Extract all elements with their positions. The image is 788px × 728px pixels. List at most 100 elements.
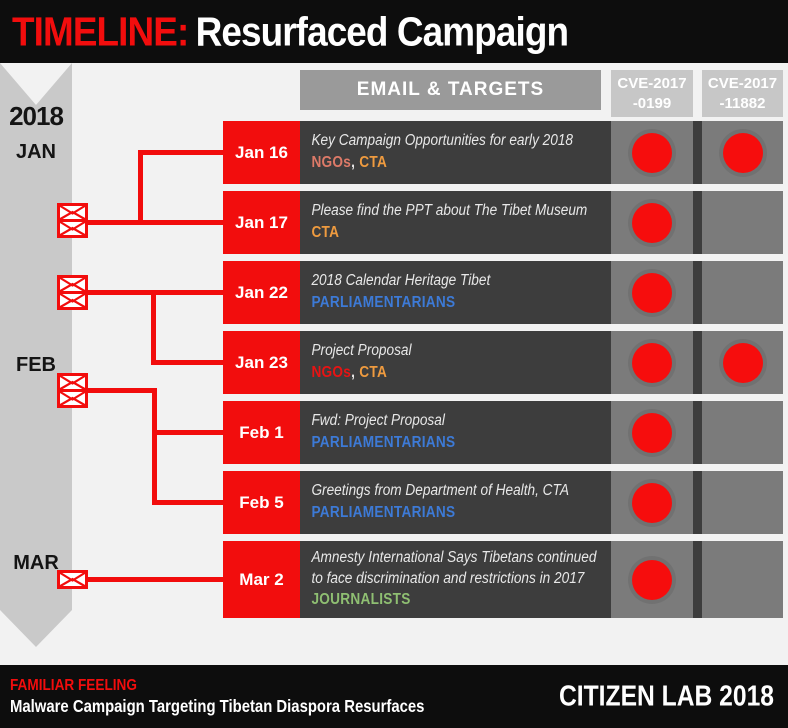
envelope-group [57,373,88,408]
date-box: Jan 16 [223,121,300,184]
date-box: Mar 2 [223,541,300,618]
subject-line: Amnesty International Says Tibetans cont… [311,548,597,566]
envelope-group [57,203,88,238]
cve-dot [632,559,672,600]
date-box: Feb 5 [223,471,300,534]
table-row: Feb 1 Fwd: Project Proposal PARLIAMENTAR… [223,401,783,464]
subject-line: 2018 Calendar Heritage Tibet [311,272,491,290]
connector-line [152,430,223,435]
subject-line: Please find the PPT about The Tibet Muse… [311,202,588,220]
cve-header-line: CVE-2017 [617,75,687,92]
cve-cell [611,541,693,618]
cve-cell [611,261,693,324]
email-cell-text: 2018 Calendar Heritage Tibet PARLIAMENTA… [300,271,490,314]
target-label: PARLIAMENTARIANS [311,504,456,521]
cve-cell [611,191,693,254]
target-label: PARLIAMENTARIANS [311,434,456,451]
table-header-cve-0199: CVE-2017 -0199 [611,70,693,117]
target-label: CTA [359,154,388,171]
target-label: CTA [311,224,340,241]
connector-line [138,150,143,225]
rows: Jan 16 Key Campaign Opportunities for ea… [223,121,783,618]
envelope-icon [57,570,88,589]
footer-bar: FAMILIAR FEELING Malware Campaign Target… [0,665,788,728]
subject: 2018 Calendar Heritage Tibet [311,271,490,292]
table-header-email-targets: EMAIL & TARGETS [300,70,601,110]
targets: CTA [311,223,587,244]
subject: Please find the PPT about The Tibet Muse… [311,201,587,222]
footer-subtitle: Malware Campaign Targeting Tibetan Diasp… [10,695,425,716]
cve-dot [632,272,672,313]
targets: NGOs, CTA [311,363,411,384]
email-cell-text: Fwd: Project Proposal PARLIAMENTARIANS [300,411,455,454]
timeline-year: 2018 [9,101,64,131]
connector-line [151,360,223,365]
envelope-icon [57,275,88,294]
connector-line [151,290,156,365]
email-cell: Greetings from Department of Health, CTA… [300,471,611,534]
subject: Fwd: Project Proposal [311,411,455,432]
title-prefix: TIMELINE: [12,8,189,54]
cve-dot [632,202,672,243]
email-cell: Amnesty International Says Tibetans cont… [300,541,611,618]
envelope-icon [57,389,88,408]
target-label: CTA [359,364,388,381]
connector-line [152,388,157,505]
timeline-month-jan: JAN [15,141,56,163]
title-text: Resurfaced Campaign [195,8,569,54]
subject-line: Key Campaign Opportunities for early 201… [311,132,574,150]
cve-header-line: -11882 [719,94,766,112]
footer-text: FAMILIAR FEELING Malware Campaign Target… [10,676,424,718]
connector-line [152,500,223,505]
date-box: Jan 17 [223,191,300,254]
email-cell-text: Key Campaign Opportunities for early 201… [300,131,573,174]
cve-cell [702,401,783,464]
cve-divider [693,261,702,324]
connector-line [88,388,157,393]
target-label: , [351,154,360,171]
date-box: Jan 22 [223,261,300,324]
subject: Greetings from Department of Health, CTA [311,481,568,502]
cve-cell [702,541,783,618]
connector-line [88,220,223,225]
email-cell: Key Campaign Opportunities for early 201… [300,121,611,184]
email-cell-text: Project Proposal NGOs, CTA [300,341,411,384]
date-box: Feb 1 [223,401,300,464]
connector-line [88,577,223,582]
cve-dot [632,342,672,383]
table-header-cve-11882: CVE-2017 -11882 [702,70,783,117]
targets: PARLIAMENTARIANS [311,433,455,454]
cve-cell [702,191,783,254]
cve-dot [722,342,763,383]
cve-divider [693,471,702,534]
envelope-group [57,570,88,589]
email-cell: Please find the PPT about The Tibet Muse… [300,191,611,254]
cve-cell [702,121,783,184]
target-label: JOURNALISTS [311,591,411,609]
subject-line: to face discrimination and restrictions … [311,569,585,587]
subject: Amnesty International Says Tibetans cont… [311,548,596,590]
cve-cell [611,401,693,464]
envelope-icon [57,291,88,310]
table-row: Jan 23 Project Proposal NGOs, CTA [223,331,783,394]
email-cell: Fwd: Project Proposal PARLIAMENTARIANS [300,401,611,464]
table-row: Mar 2 Amnesty International Says Tibetan… [223,541,783,618]
table-row: Jan 22 2018 Calendar Heritage Tibet PARL… [223,261,783,324]
timeline-arrow [0,63,72,647]
email-cell: 2018 Calendar Heritage Tibet PARLIAMENTA… [300,261,611,324]
envelope-icon [57,219,88,238]
table-row: Jan 17 Please find the PPT about The Tib… [223,191,783,254]
cve-dot [632,412,672,453]
target-label: PARLIAMENTARIANS [311,294,456,311]
cve-divider [693,331,702,394]
footer-tagline: FAMILIAR FEELING [10,676,137,694]
cve-cell [702,261,783,324]
table-row: Feb 5 Greetings from Department of Healt… [223,471,783,534]
cve-dot [722,132,763,173]
target-label: NGOs [311,364,352,381]
email-cell-text: Greetings from Department of Health, CTA… [300,481,568,524]
subject-line: Greetings from Department of Health, CTA [311,482,569,500]
target-label: NGOs [311,154,352,171]
envelope-group [57,275,88,310]
